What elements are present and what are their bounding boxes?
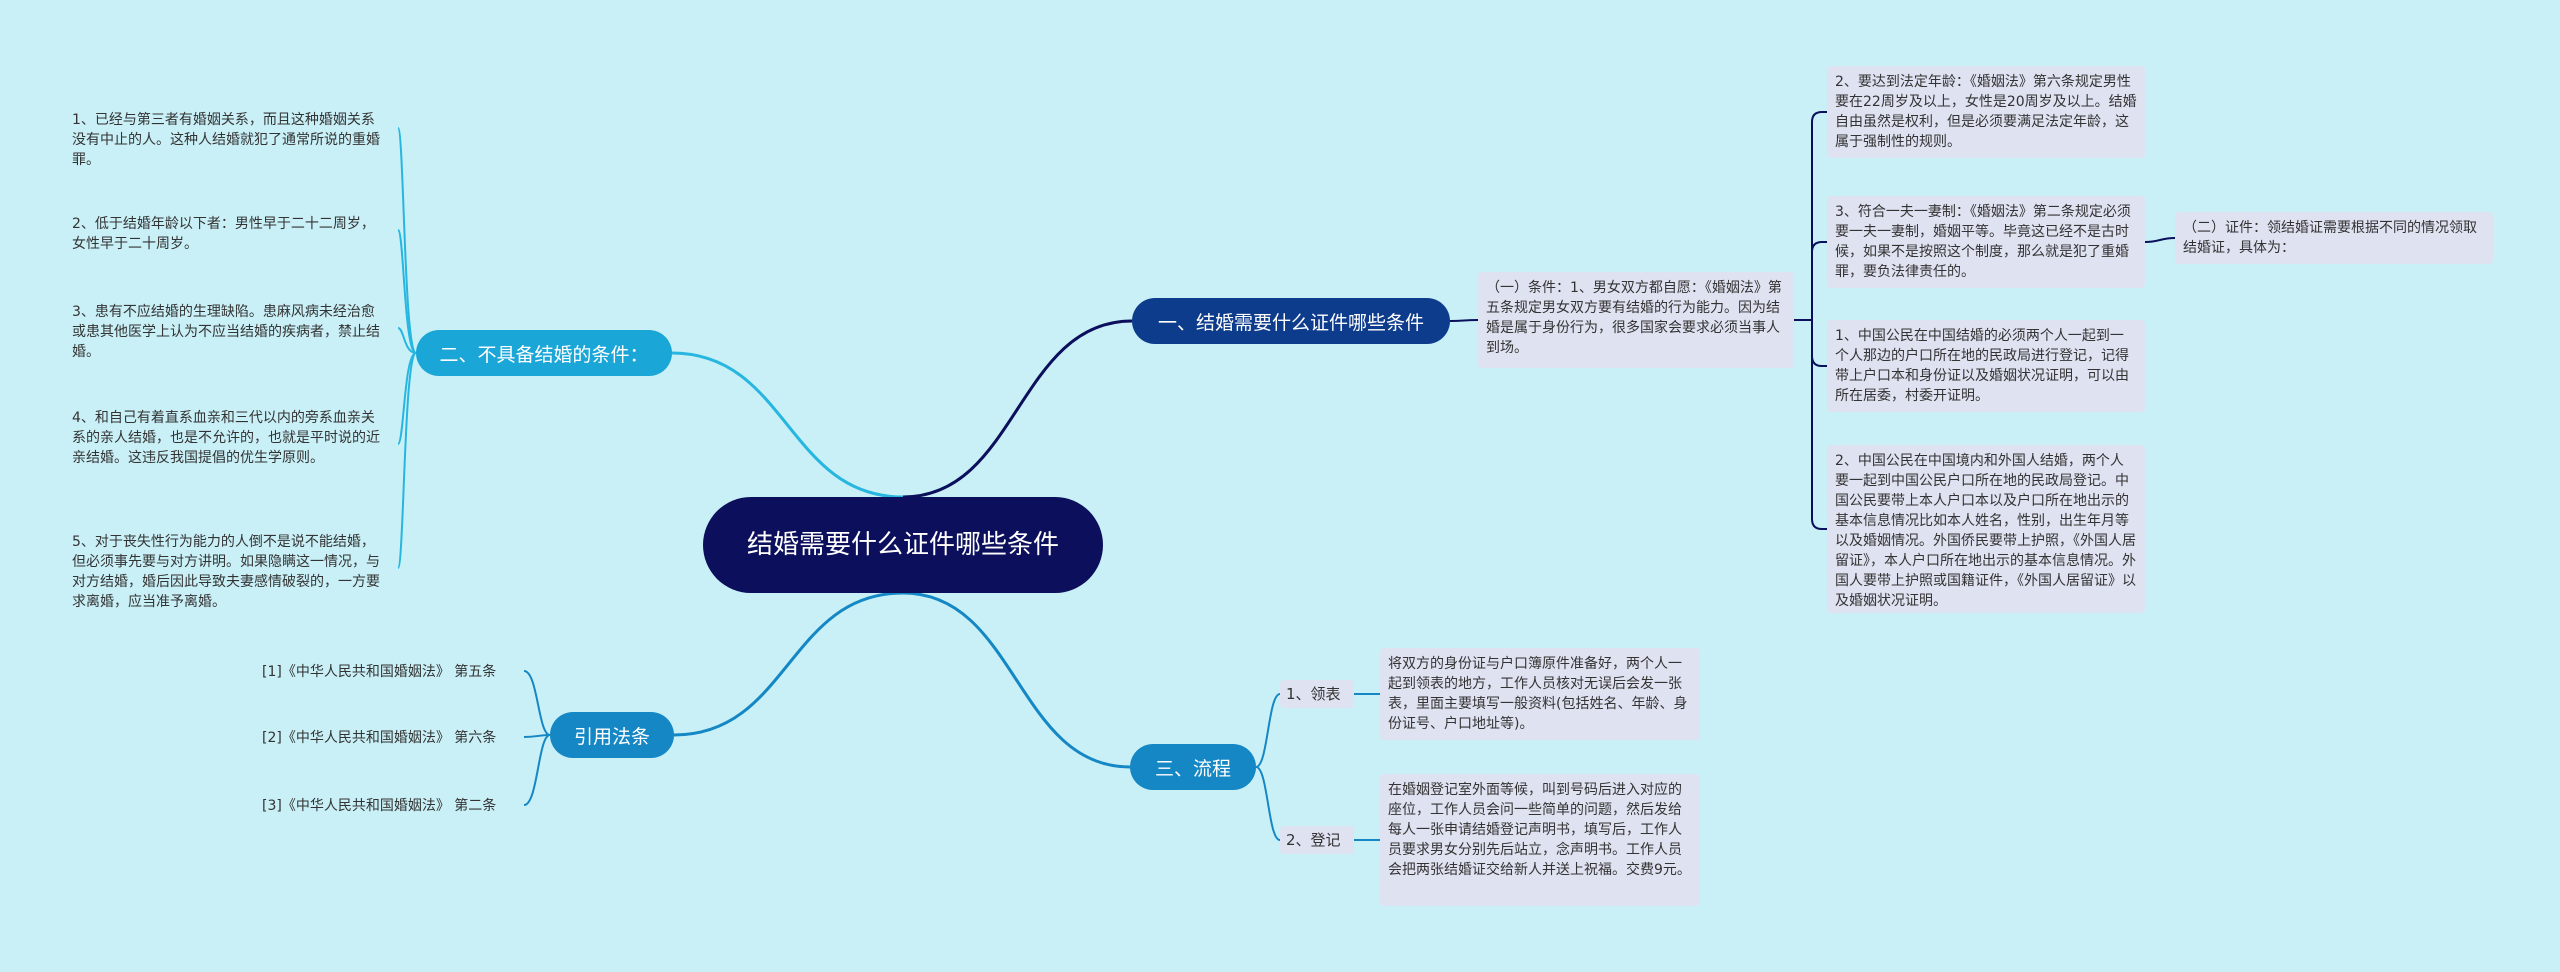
cited-law-1: [1]《中华人民共和国婚姻法》 第五条 xyxy=(254,656,524,686)
cert-foreign-text: 2、中国公民在中国境内和外国人结婚，两个人要一起到中国公民户口所在地的民政局登记… xyxy=(1835,453,2136,609)
link-root-branch2 xyxy=(671,351,904,499)
disq-existing-marriage-text: 1、已经与第三者有婚姻关系，而且这种婚姻关系没有中止的人。这种人结婚就犯了通常所… xyxy=(72,112,380,168)
step-get-form-detail[interactable]: 将双方的身份证与户口簿原件准备好，两个人一起到领表的地方，工作人员核对无误后会发… xyxy=(1380,648,1700,740)
cited-law-3: [3]《中华人民共和国婚姻法》 第二条 xyxy=(254,790,524,820)
condition-consent-text: （一）条件：1、男女双方都自愿：《婚姻法》第五条规定男女双方要有结婚的行为能力。… xyxy=(1486,280,1782,356)
condition-monogamy-text: 3、符合一夫一妻制：《婚姻法》第二条规定必须要一夫一妻制，婚姻平等。毕竟这已经不… xyxy=(1835,204,2131,280)
branch-certificates-conditions-label: 一、结婚需要什么证件哪些条件 xyxy=(1157,311,1424,334)
disq-underage: 2、低于结婚年龄以下者：男性早于二十二周岁，女性早于二十周岁。 xyxy=(64,208,396,252)
step-register-detail-text: 在婚姻登记室外面等候，叫到号码后进入对应的座位，工作人员会问一些简单的问题，然后… xyxy=(1388,782,1691,878)
branch-certificates-conditions[interactable]: 一、结婚需要什么证件哪些条件 xyxy=(1132,298,1450,344)
disq-consanguinity-text: 4、和自己有着直系血亲和三代以内的旁系血亲关系的亲人结婚，也是不允许的，也就是平… xyxy=(72,410,380,466)
cert-foreign[interactable]: 2、中国公民在中国境内和外国人结婚，两个人要一起到中国公民户口所在地的民政局登记… xyxy=(1827,445,2145,613)
disq-underage-text: 2、低于结婚年龄以下者：男性早于二十二周岁，女性早于二十周岁。 xyxy=(72,216,375,252)
branch-disqualifications[interactable]: 二、不具备结婚的条件： xyxy=(416,330,672,376)
link-root-branch1 xyxy=(902,319,1133,499)
bracket-branch1-items xyxy=(1811,111,1827,530)
disq-existing-marriage: 1、已经与第三者有婚姻关系，而且这种婚姻关系没有中止的人。这种人结婚就犯了通常所… xyxy=(64,104,396,168)
branch-procedure[interactable]: 三、流程 xyxy=(1130,744,1256,790)
disq-incapacity-text: 5、对于丧失性行为能力的人倒不是说不能结婚，但必须事先要与对方讲明。如果隐瞒这一… xyxy=(72,534,380,610)
cert-domestic[interactable]: 1、中国公民在中国结婚的必须两个人一起到一个人那边的户口所在地的民政局进行登记，… xyxy=(1827,320,2145,412)
branch-cited-laws[interactable]: 引用法条 xyxy=(550,712,674,758)
bracket-branch3-steps xyxy=(1255,693,1380,841)
cited-law-1-text: [1]《中华人民共和国婚姻法》 第五条 xyxy=(262,664,497,680)
link-root-branch3 xyxy=(902,591,1131,769)
certificate-intro[interactable]: （二）证件：领结婚证需要根据不同的情况领取结婚证，具体为： xyxy=(2175,212,2493,264)
step-register-label-text: 2、登记 xyxy=(1286,831,1341,849)
cited-law-2-text: [2]《中华人民共和国婚姻法》 第六条 xyxy=(262,730,497,746)
branch-procedure-label: 三、流程 xyxy=(1154,757,1231,780)
root-topic[interactable]: 结婚需要什么证件哪些条件 xyxy=(703,497,1103,593)
step-get-form-label-text: 1、领表 xyxy=(1286,685,1341,703)
condition-monogamy[interactable]: 3、符合一夫一妻制：《婚姻法》第二条规定必须要一夫一妻制，婚姻平等。毕竟这已经不… xyxy=(1827,196,2145,288)
step-register-label[interactable]: 2、登记 xyxy=(1280,826,1354,854)
condition-age[interactable]: 2、要达到法定年龄：《婚姻法》第六条规定男性要在22周岁及以上，女性是20周岁及… xyxy=(1827,66,2145,158)
branch-disqualifications-label: 二、不具备结婚的条件： xyxy=(439,343,649,366)
condition-consent[interactable]: （一）条件：1、男女双方都自愿：《婚姻法》第五条规定男女双方要有结婚的行为能力。… xyxy=(1478,272,1794,368)
link-monogamy-certificate xyxy=(2144,237,2176,243)
condition-age-text: 2、要达到法定年龄：《婚姻法》第六条规定男性要在22周岁及以上，女性是20周岁及… xyxy=(1835,74,2137,150)
bracket-branch2-items xyxy=(397,127,417,569)
disq-physical-defect: 3、患有不应结婚的生理缺陷。患麻风病未经治愈或患其他医学上认为不应当结婚的疾病者… xyxy=(64,296,396,360)
certificate-intro-text: （二）证件：领结婚证需要根据不同的情况领取结婚证，具体为： xyxy=(2183,220,2477,256)
link-branch1-condition xyxy=(1449,319,1479,322)
step-get-form-detail-text: 将双方的身份证与户口簿原件准备好，两个人一起到领表的地方，工作人员核对无误后会发… xyxy=(1388,656,1688,732)
cert-domestic-text: 1、中国公民在中国结婚的必须两个人一起到一个人那边的户口所在地的民政局进行登记，… xyxy=(1835,328,2129,404)
bracket-branch4-items xyxy=(523,670,551,806)
link-root-branch4 xyxy=(673,591,904,737)
cited-law-3-text: [3]《中华人民共和国婚姻法》 第二条 xyxy=(262,798,497,814)
root-topic-text: 结婚需要什么证件哪些条件 xyxy=(746,530,1059,560)
branch-cited-laws-label: 引用法条 xyxy=(573,725,650,748)
step-get-form-label[interactable]: 1、领表 xyxy=(1280,680,1354,708)
step-register-detail[interactable]: 在婚姻登记室外面等候，叫到号码后进入对应的座位，工作人员会问一些简单的问题，然后… xyxy=(1380,774,1700,906)
disq-incapacity: 5、对于丧失性行为能力的人倒不是说不能结婚，但必须事先要与对方讲明。如果隐瞒这一… xyxy=(64,526,396,610)
disq-physical-defect-text: 3、患有不应结婚的生理缺陷。患麻风病未经治愈或患其他医学上认为不应当结婚的疾病者… xyxy=(72,304,380,360)
disq-consanguinity: 4、和自己有着直系血亲和三代以内的旁系血亲关系的亲人结婚，也是不允许的，也就是平… xyxy=(64,402,396,486)
cited-law-2: [2]《中华人民共和国婚姻法》 第六条 xyxy=(254,722,524,752)
